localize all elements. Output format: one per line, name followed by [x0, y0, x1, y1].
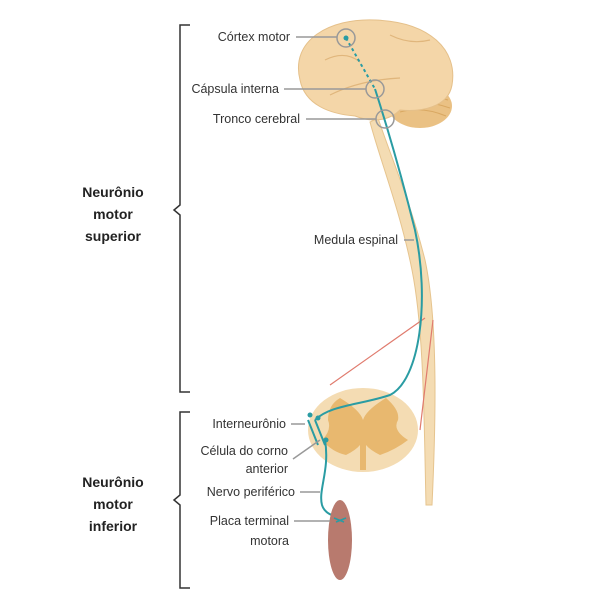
brain: [298, 19, 454, 121]
group-inferior-3: inferior: [89, 518, 138, 534]
label-nervo-periferico: Nervo periférico: [207, 485, 295, 499]
upper-motor-neuron: [345, 37, 376, 90]
group-superior-3: superior: [85, 228, 142, 244]
label-cortex-motor: Córtex motor: [218, 30, 290, 44]
muscle: [328, 500, 352, 580]
label-placa-terminal-2: motora: [250, 534, 289, 548]
group-inferior-2: motor: [93, 496, 133, 512]
group-superior-1: Neurônio: [82, 184, 143, 200]
grey-matter: [322, 398, 408, 470]
label-medula-espinal: Medula espinal: [314, 233, 398, 247]
label-celula-corno-1: Célula do corno: [200, 444, 288, 458]
group-inferior-1: Neurônio: [82, 474, 143, 490]
upper-bracket: [172, 24, 190, 393]
reflex-line: [329, 317, 434, 431]
label-placa-terminal-1: Placa terminal: [210, 514, 289, 528]
label-tronco-cerebral: Tronco cerebral: [213, 112, 300, 126]
label-celula-corno-2: anterior: [246, 462, 288, 476]
label-capsula-interna: Cápsula interna: [191, 82, 279, 96]
lower-bracket: [172, 411, 190, 589]
label-interneuronio: Interneurônio: [212, 417, 286, 431]
group-superior-2: motor: [93, 206, 133, 222]
